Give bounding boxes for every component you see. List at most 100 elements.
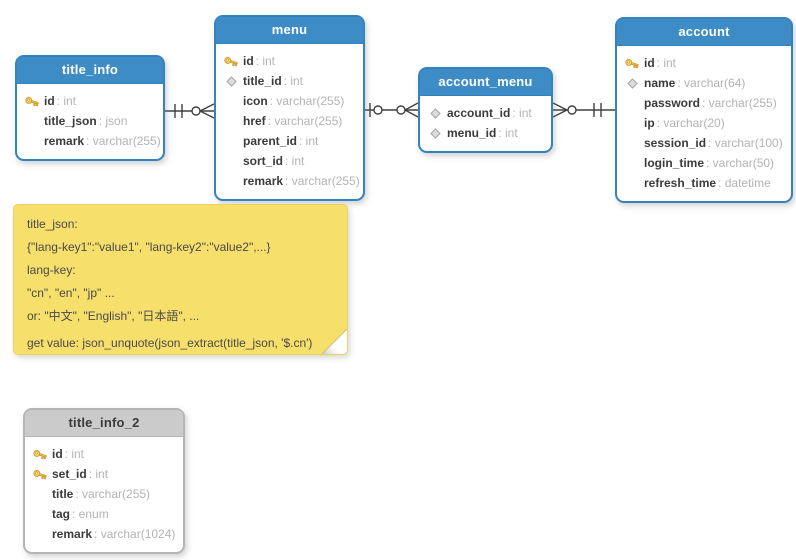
field-type: : int (88, 467, 109, 481)
key-icon (24, 96, 39, 106)
field-row[interactable]: session_id: varchar(100) (624, 133, 785, 153)
field-name: title_id (243, 74, 282, 88)
field-row[interactable]: remark: varchar(255) (24, 131, 161, 151)
sticky-note[interactable]: title_json: {"lang-key1":"value1", "lang… (13, 204, 348, 355)
table-header[interactable]: account (617, 19, 791, 46)
field-row[interactable]: login_time: varchar(50) (624, 153, 785, 173)
field-name: remark (52, 527, 93, 541)
key-icon (32, 466, 48, 482)
field-type: : int (285, 154, 305, 168)
relationship-menu-account_menu[interactable] (365, 102, 419, 118)
field-name: remark (243, 174, 284, 188)
no-icon (32, 506, 48, 522)
field-type: : int (283, 74, 304, 88)
no-icon (223, 153, 239, 169)
key-icon (24, 93, 40, 109)
field-row[interactable]: set_id: int (32, 464, 177, 484)
field-row[interactable]: menu_id: int (427, 123, 545, 143)
field-row[interactable]: ip: varchar(20) (624, 113, 785, 133)
field-row[interactable]: password: varchar(255) (624, 93, 785, 113)
field-name: menu_id (447, 126, 497, 140)
field-row[interactable]: parent_id: int (223, 131, 357, 151)
field-name: remark (44, 134, 85, 148)
field-type: : int (512, 106, 532, 120)
field-row[interactable]: tag: enum (32, 504, 177, 524)
field-type: : varchar(64) (677, 76, 746, 90)
note-line: "cn", "en", "jp" ... (27, 286, 115, 300)
no-icon (24, 113, 40, 129)
relationship-title_info-menu[interactable] (165, 103, 215, 119)
field-name: name (644, 76, 676, 90)
key-icon (32, 469, 47, 479)
table-header[interactable]: menu (216, 17, 363, 44)
key-icon (624, 55, 640, 71)
field-row[interactable]: title_id: int (223, 71, 357, 91)
field-type: : varchar(255) (285, 174, 360, 188)
field-type: : varchar(255) (86, 134, 161, 148)
diamond-icon (223, 73, 239, 89)
key-icon (32, 446, 48, 462)
field-row[interactable]: remark: varchar(255) (223, 171, 360, 191)
field-type: : json (98, 114, 128, 128)
field-type: : int (255, 54, 276, 68)
key-icon (624, 58, 639, 68)
field-row[interactable]: id: int (24, 91, 157, 111)
diamond-icon (626, 77, 638, 89)
key-icon (32, 449, 47, 459)
field-row[interactable]: refresh_time: datetime (624, 173, 785, 193)
field-row[interactable]: id: int (624, 53, 785, 73)
field-type: : varchar(255) (269, 94, 345, 108)
table-header[interactable]: account_menu (420, 69, 551, 96)
field-name: href (243, 114, 266, 128)
table-header[interactable]: title_info_2 (25, 410, 183, 437)
field-type: : varchar(1024) (94, 527, 176, 541)
diamond-icon (624, 75, 640, 91)
field-name: login_time (644, 156, 705, 170)
field-row[interactable]: href: varchar(255) (223, 111, 357, 131)
field-type: : varchar(255) (75, 487, 151, 501)
field-type: : enum (72, 507, 109, 521)
field-row[interactable]: id: int (32, 444, 177, 464)
field-type: : varchar(255) (267, 114, 343, 128)
field-row[interactable]: icon: varchar(255) (223, 91, 357, 111)
no-icon (624, 175, 640, 191)
no-icon (32, 486, 48, 502)
note-folded-corner-icon (321, 328, 347, 354)
note-line: get value: json_unquote(json_extract(tit… (27, 336, 313, 350)
no-icon (24, 133, 40, 149)
field-row[interactable]: account_id: int (427, 103, 545, 123)
no-icon (223, 133, 239, 149)
field-name: id (243, 54, 254, 68)
key-icon (223, 53, 239, 69)
diamond-icon (225, 75, 237, 87)
field-type: : int (64, 447, 85, 461)
field-row[interactable]: title: varchar(255) (32, 484, 177, 504)
table-header[interactable]: title_info (17, 57, 163, 84)
field-row[interactable]: title_json: json (24, 111, 157, 131)
relationship-account_menu-account[interactable] (552, 102, 615, 118)
field-row[interactable]: name: varchar(64) (624, 73, 785, 93)
field-row[interactable]: sort_id: int (223, 151, 357, 171)
field-type: : varchar(20) (656, 116, 725, 130)
diamond-icon (429, 107, 441, 119)
field-type: : int (299, 134, 319, 148)
no-icon (223, 93, 239, 109)
field-row[interactable]: id: int (223, 51, 357, 71)
field-name: refresh_time (644, 176, 717, 190)
field-type: : int (656, 56, 677, 70)
no-icon (32, 526, 48, 542)
note-line: or: "中文", "English", "日本語", ... (27, 309, 200, 323)
field-name: id (52, 447, 63, 461)
field-type: : int (498, 126, 518, 140)
diamond-icon (427, 125, 443, 141)
field-row[interactable]: remark: varchar(1024) (32, 524, 177, 544)
